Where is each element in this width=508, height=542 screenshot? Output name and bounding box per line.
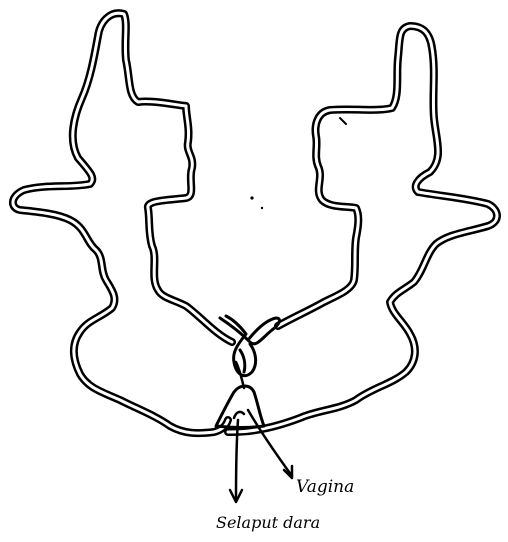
label-selaput-dara: Selaput dara (216, 513, 320, 532)
stray-marks (250, 118, 346, 209)
left-outline (13, 13, 232, 433)
label-vagina: Vagina (296, 477, 354, 497)
right-outline (228, 26, 497, 432)
